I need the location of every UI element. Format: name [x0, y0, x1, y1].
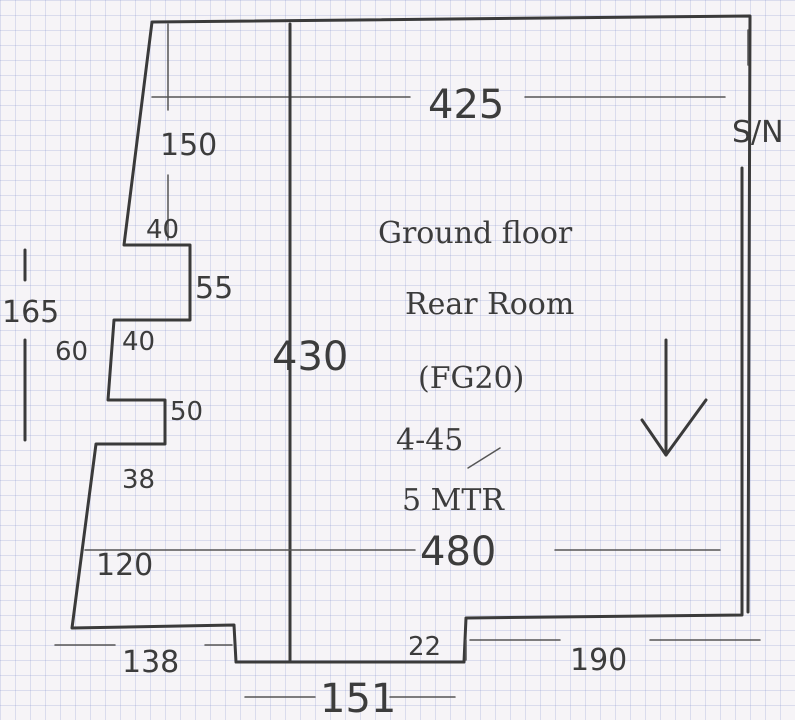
label-left-lower: 120 [96, 548, 153, 583]
arrow-down-icon [640, 338, 708, 457]
note-room: Rear Room [405, 287, 574, 322]
label-step2-width: 40 [122, 327, 155, 357]
label-left-upper: 150 [160, 128, 217, 163]
label-mid-height: 430 [272, 334, 348, 380]
label-bottom-offset: 22 [408, 632, 441, 662]
note-size: 4-45 [396, 423, 463, 458]
label-step1-height: 55 [195, 271, 233, 306]
room-outline [70, 14, 752, 664]
label-bottom-left: 138 [122, 645, 179, 680]
label-bottom-mid: 151 [320, 676, 396, 720]
label-right-wall: S/N [732, 115, 784, 150]
strike-mark [467, 447, 501, 469]
label-bottom-width: 480 [420, 529, 496, 575]
label-bottom-right: 190 [570, 643, 627, 678]
note-floor: Ground floor [378, 216, 573, 251]
label-step2-label: 60 [55, 337, 88, 367]
label-top-width: 425 [428, 82, 504, 128]
label-step3-height: 50 [170, 397, 203, 427]
note-code: (FG20) [418, 361, 524, 396]
label-step3-depth: 38 [122, 465, 155, 495]
note-metres: 5 MTR [402, 483, 505, 518]
label-left-total: 165 [2, 295, 59, 330]
label-step1-depth: 40 [146, 215, 179, 245]
